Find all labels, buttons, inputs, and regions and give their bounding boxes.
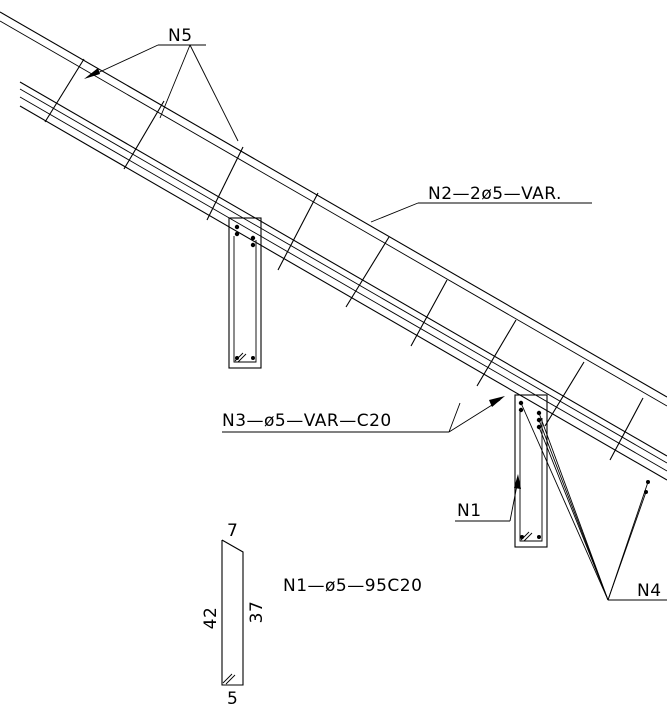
n4-callout (520, 402, 667, 601)
label-n4: N4 (637, 581, 662, 601)
n3-callout (222, 396, 505, 433)
left-stub-beam (228, 217, 262, 369)
bar-dim-left: 42 (201, 607, 221, 630)
label-n1-spec: N1—ø5—95C20 (283, 576, 422, 596)
inclined-slab-top (0, 11, 667, 407)
bar-dim-bottom: 5 (227, 689, 238, 706)
n1-callout (455, 474, 521, 522)
label-n2: N2—2ø5—VAR. (428, 184, 562, 204)
n1-bar-shape (221, 539, 244, 686)
bar-dim-right: 37 (247, 601, 267, 624)
label-n1: N1 (457, 501, 482, 521)
bar-dim-top: 7 (227, 521, 238, 541)
inclined-slab-bottom (19, 81, 667, 481)
right-stub-beam (514, 394, 548, 548)
n5-stirrups (44, 58, 644, 461)
n5-callout (84, 44, 239, 142)
label-n3: N3—ø5—VAR—C20 (222, 411, 392, 431)
label-n5: N5 (168, 26, 193, 46)
n2-callout (370, 202, 592, 223)
